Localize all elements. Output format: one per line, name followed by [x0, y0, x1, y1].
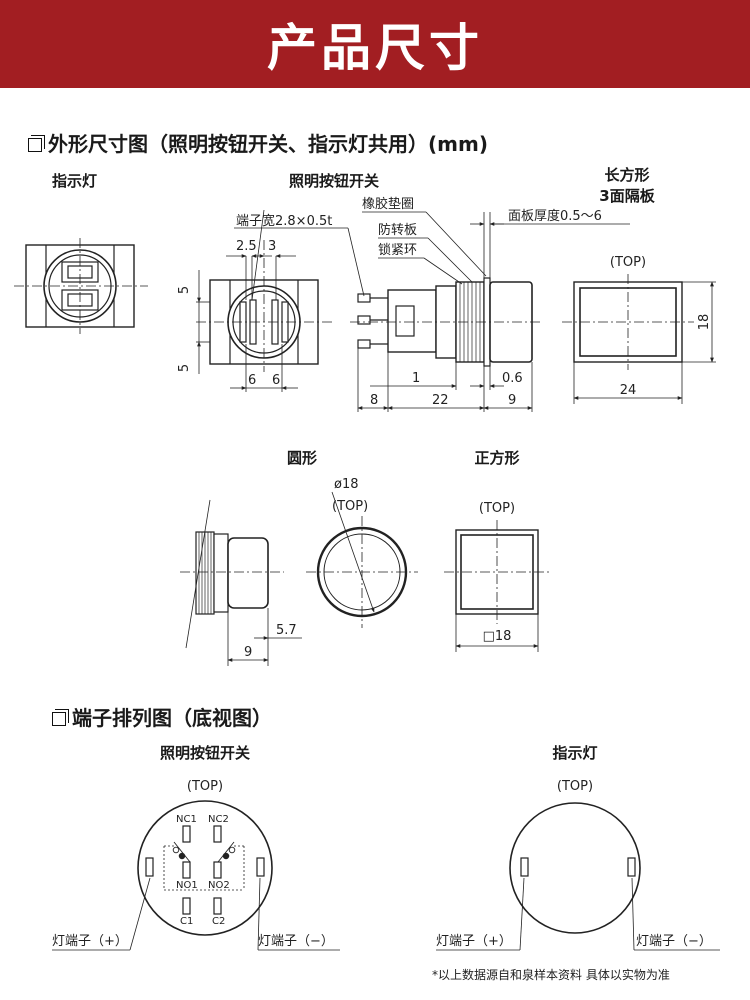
dim-22: 22: [432, 393, 449, 408]
switch-side-drawing: [234, 211, 630, 412]
indicator-terminal-drawing: [436, 802, 720, 951]
round-top-drawing: [306, 491, 418, 628]
switch-terminal-drawing: [52, 800, 340, 951]
page-title: 产品尺寸: [267, 19, 483, 77]
dim-1: 1: [412, 371, 420, 386]
indicator-lamp-plus: 灯端子（+）: [436, 934, 512, 949]
dim-18-rect: 18: [697, 314, 712, 331]
label-square: 正方形: [474, 449, 520, 467]
dim-phi18: ø18: [334, 477, 359, 492]
dim-5-top: 5: [177, 286, 192, 294]
terminal-c2: C2: [212, 916, 225, 927]
rectangle-top-drawing: [562, 274, 716, 404]
dim-6-right: 6: [272, 373, 280, 388]
dim-square-18: □18: [483, 629, 512, 644]
terminal-c1: C1: [180, 916, 193, 927]
dim-0-6: 0.6: [502, 371, 523, 386]
indicator-terminal-top: (TOP): [557, 779, 593, 794]
section-outline-heading: 外形尺寸图（照明按钮开关、指示灯共用）(mm): [28, 128, 488, 157]
dim-6-left: 6: [248, 373, 256, 388]
dim-3: 3: [268, 239, 276, 254]
switch-lamp-plus: 灯端子（+）: [52, 934, 128, 949]
square-top-drawing: [444, 520, 550, 652]
square-top-label: (TOP): [479, 501, 515, 516]
dim-5-7: 5.7: [276, 623, 297, 638]
indicator-lamp-minus: 灯端子（−）: [636, 934, 712, 949]
section-terminal-title: 端子排列图（底视图）: [72, 706, 272, 730]
dim-9-round: 9: [244, 645, 252, 660]
terminal-nc1: NC1: [176, 814, 197, 825]
footnote: *以上数据源自和泉样本资料 具体以实物为准: [432, 968, 670, 982]
label-indicator: 指示灯: [52, 172, 98, 190]
section-terminal-heading: 端子排列图（底视图）: [52, 702, 272, 731]
callout-anti-rotation: 防转板: [378, 222, 417, 238]
terminal-no1: NO1: [176, 880, 198, 891]
callout-panel-thickness: 面板厚度0.5～6: [508, 208, 602, 224]
header-banner: 产品尺寸: [0, 0, 750, 88]
terminal-nc2: NC2: [208, 814, 229, 825]
switch-terminal-top: (TOP): [187, 779, 223, 794]
callout-terminal-width: 端子宽2.8×0.5t: [236, 213, 332, 229]
section-box-icon: [28, 138, 42, 152]
terminal-no2: NO2: [208, 880, 230, 891]
section-box-icon: [52, 712, 66, 726]
rect-top-label: (TOP): [610, 255, 646, 270]
label-switch-terminal: 照明按钮开关: [159, 744, 251, 762]
callout-rubber-gasket: 橡胶垫圈: [362, 196, 414, 212]
section-outline-title: 外形尺寸图（照明按钮开关、指示灯共用）(mm): [48, 132, 488, 156]
dim-8: 8: [370, 393, 378, 408]
switch-front-drawing: [196, 209, 332, 392]
round-top-label: (TOP): [332, 499, 368, 514]
label-rectangle: 长方形: [604, 166, 650, 184]
dim-9: 9: [508, 393, 516, 408]
dim-5-bottom: 5: [177, 364, 192, 372]
switch-lamp-minus: 灯端子（−）: [258, 934, 334, 949]
callout-lock-ring: 锁紧环: [378, 242, 417, 258]
label-indicator-terminal: 指示灯: [552, 744, 598, 762]
round-side-drawing: [180, 499, 302, 666]
dim-2-5: 2.5: [236, 239, 257, 254]
dim-24: 24: [620, 383, 637, 398]
label-round: 圆形: [286, 449, 318, 467]
label-three-side-barrier: 3面隔板: [599, 187, 655, 205]
indicator-front-drawing: [14, 238, 148, 334]
label-illuminated-switch: 照明按钮开关: [288, 172, 380, 190]
